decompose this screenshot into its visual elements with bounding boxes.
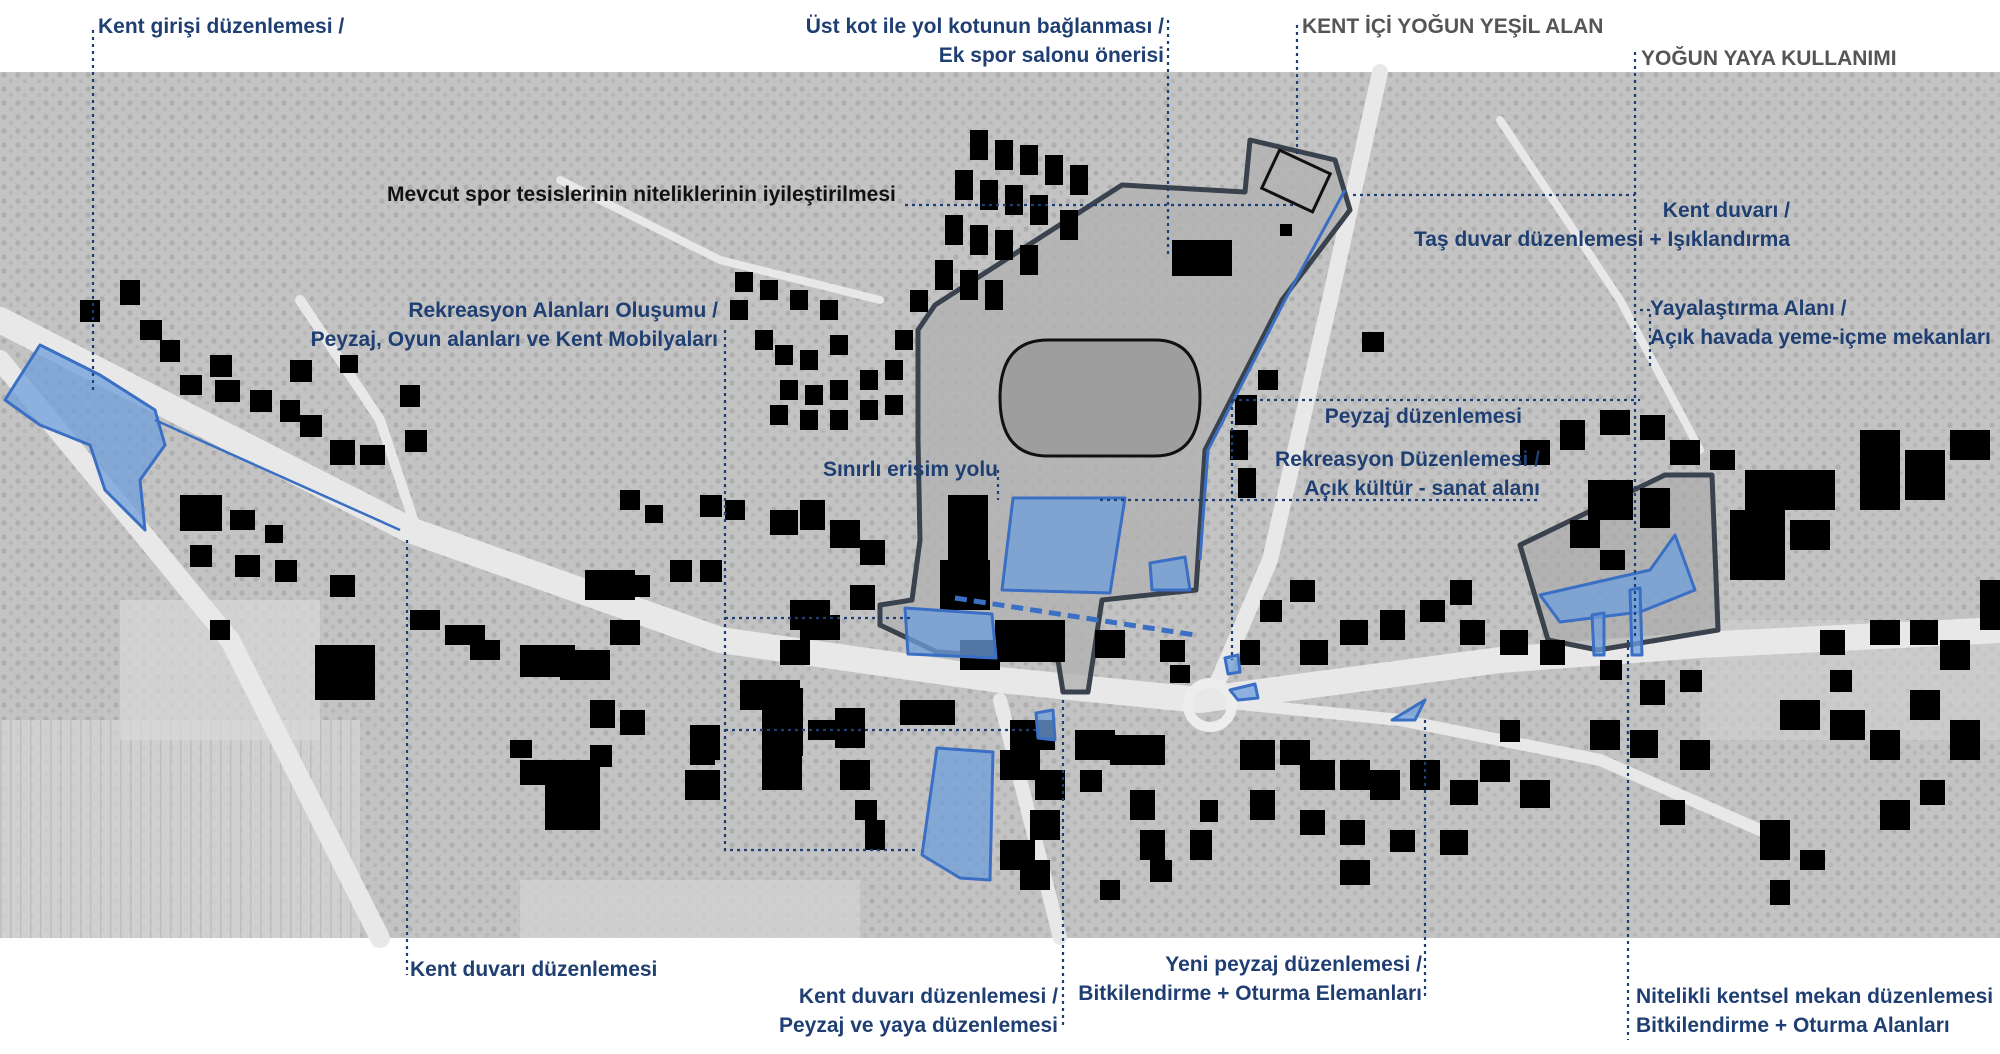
label-text: Yayalaştırma Alanı / — [1650, 297, 1847, 320]
label-yogun-yaya: YOĞUN YAYA KULLANIMI — [1641, 44, 1897, 73]
label-kent-duvari-peyzaj: Kent duvarı düzenlemesi / Peyzaj ve yaya… — [779, 982, 1058, 1040]
intervention-roundabout-1 — [1223, 653, 1242, 676]
label-mevcut-spor: Mevcut spor tesislerinin niteliklerinin … — [387, 180, 896, 209]
intervention-city-entrance — [3, 343, 167, 532]
label-nitelikli-kentsel-mekan: Nitelikli kentsel mekan düzenlemesi Bitk… — [1636, 982, 1993, 1040]
label-yeni-peyzaj: Yeni peyzaj düzenlemesi / Bitkilendirme … — [1078, 950, 1422, 1008]
intervention-small-east — [1148, 555, 1192, 592]
buildings — [80, 224, 2000, 905]
label-sinirli-erisim: Sınırlı erişim yolu — [823, 455, 998, 484]
label-text: Kent girişi düzenlemesi / — [98, 15, 345, 38]
interventions — [3, 343, 1697, 882]
label-text: Rekreasyon Düzenlemesi / — [1275, 448, 1540, 471]
intervention-pedestrian-strip-1 — [1590, 611, 1606, 657]
intervention-south-west-block — [903, 606, 998, 660]
label-text: Bitkilendirme + Oturma Alanları — [1636, 1014, 1950, 1037]
label-text: Açık kültür - sanat alanı — [1304, 477, 1540, 500]
city-wall-line — [154, 418, 401, 532]
label-ust-kot: Üst kot ile yol kotunun bağlanması / Ek … — [806, 12, 1164, 70]
intervention-south-park — [920, 746, 995, 882]
label-text: KENT İÇİ YOĞUN YEŞİL ALAN — [1302, 15, 1604, 38]
label-peyzaj-duzenlemesi: Peyzaj düzenlemesi — [1325, 402, 1522, 431]
label-kent-duvari-duzenlemesi: Kent duvarı düzenlemesi — [410, 955, 657, 984]
label-kent-girisi: Kent girişi düzenlemesi / — [98, 12, 344, 41]
label-text: Açık havada yeme-içme mekanları — [1650, 326, 1991, 349]
label-text: Üst kot ile yol kotunun bağlanması / — [805, 15, 1164, 38]
intervention-pedestrian-plaza — [1538, 533, 1697, 624]
label-text: Rekreasyon Alanları Oluşumu / — [408, 299, 718, 322]
label-yayalastirma: Yayalaştırma Alanı / Açık havada yeme-iç… — [1650, 294, 1991, 352]
label-text: Sınırlı erişim yolu — [822, 458, 998, 481]
intervention-roundabout-2 — [1228, 682, 1260, 702]
linear-interventions — [154, 189, 1347, 638]
intervention-south-strip — [1034, 708, 1057, 742]
intervention-east-triangle — [1390, 698, 1427, 722]
label-text: Nitelikli kentsel mekan düzenlemesi — [1636, 985, 1994, 1008]
label-text: Peyzaj, Oyun alanları ve Kent Mobilyalar… — [310, 328, 718, 351]
intervention-recreation-area — [1000, 496, 1127, 595]
housing-cluster — [730, 130, 1088, 430]
label-text: YOĞUN YAYA KULLANIMI — [1641, 47, 1897, 70]
label-text: Mevcut spor tesislerinin niteliklerinin … — [387, 183, 896, 206]
stone-wall-line — [1198, 189, 1347, 561]
stadium-track — [998, 338, 1202, 458]
sports-field-outline — [1259, 148, 1333, 214]
label-text: Kent duvarı / — [1662, 199, 1790, 222]
label-text: Ek spor salonu önerisi — [938, 44, 1164, 67]
label-text: Taş duvar düzenlemesi + Işıklandırma — [1413, 228, 1790, 251]
label-text: Bitkilendirme + Oturma Elemanları — [1078, 982, 1422, 1005]
leader-lines — [91, 20, 1652, 1040]
label-text: Yeni peyzaj düzenlemesi / — [1165, 953, 1422, 976]
label-kent-duvari-tas: Kent duvarı / Taş duvar düzenlemesi + Iş… — [1414, 196, 1790, 254]
label-rekreasyon-duzenlemesi: Rekreasyon Düzenlemesi / Açık kültür - s… — [1275, 445, 1540, 503]
label-rekreasyon-alanlari: Rekreasyon Alanları Oluşumu / Peyzaj, Oy… — [311, 296, 718, 354]
limited-access-road — [954, 595, 1196, 638]
label-text: Kent duvarı düzenlemesi / — [798, 985, 1058, 1008]
label-text: Peyzaj ve yaya düzenlemesi — [779, 1014, 1058, 1037]
label-kent-ici-yesil-alan: KENT İÇİ YOĞUN YEŞİL ALAN — [1302, 12, 1603, 41]
label-text: Kent duvarı düzenlemesi — [410, 958, 658, 981]
label-text: Peyzaj düzenlemesi — [1324, 405, 1522, 428]
